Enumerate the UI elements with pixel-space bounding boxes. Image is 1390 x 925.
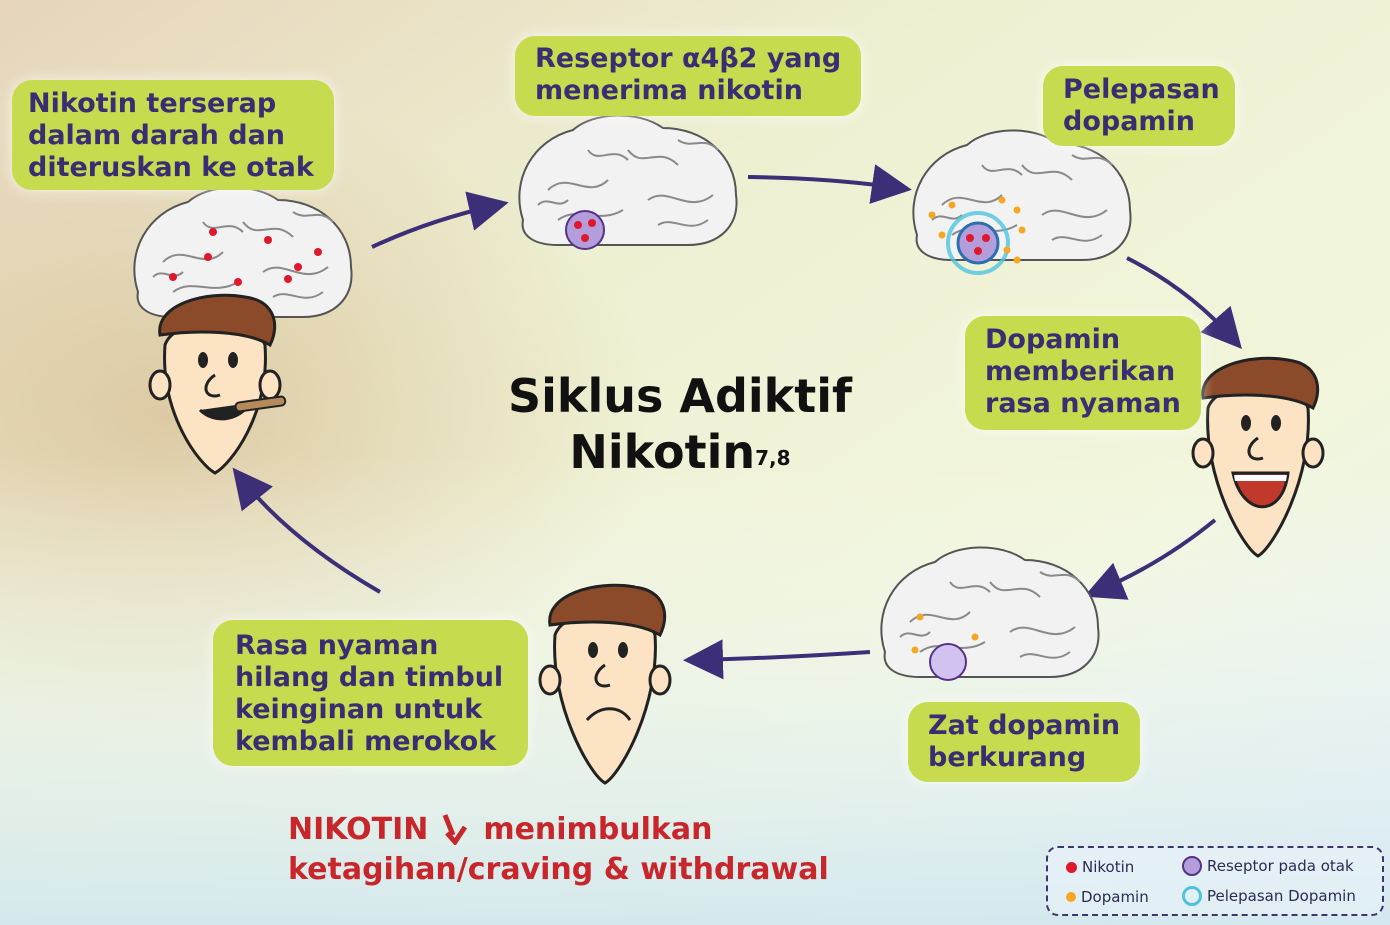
step-5-line: berkurang xyxy=(928,742,1087,773)
legend-nikotin: Nikotin xyxy=(1066,858,1134,876)
step-1-bubble: Nikotin terserap dalam darah dan diterus… xyxy=(12,80,334,190)
step-4-bubble: Dopamin memberikan rasa nyaman xyxy=(965,316,1201,430)
footer-effect: menimbulkan xyxy=(483,812,713,847)
arrow-6 xyxy=(232,467,382,594)
reseptor-circle-icon xyxy=(1182,856,1202,876)
step-3-line: dopamin xyxy=(1063,106,1196,137)
brain-icon xyxy=(880,546,1100,681)
down-arrow-icon xyxy=(442,814,467,847)
footer-line-2: ketagihan/craving & withdrawal xyxy=(288,852,829,887)
legend-nikotin-label: Nikotin xyxy=(1082,858,1135,876)
step-6-bubble: Rasa nyaman hilang dan timbul keinginan … xyxy=(213,620,528,766)
title-line-1: Siklus Adiktif xyxy=(507,369,853,423)
step-1-line: Nikotin terserap xyxy=(28,88,277,119)
step-4-line: rasa nyaman xyxy=(985,388,1181,419)
step-5-line: Zat dopamin xyxy=(928,710,1121,741)
title-reference: 7,8 xyxy=(755,446,791,470)
legend-reseptor-label: Reseptor pada otak xyxy=(1207,857,1354,875)
arrow-1 xyxy=(371,191,509,249)
step-1-line: diteruskan ke otak xyxy=(28,152,314,183)
step-4-line: memberikan xyxy=(985,356,1176,387)
step-3-line: Pelepasan xyxy=(1063,74,1220,105)
arrow-2 xyxy=(747,164,912,204)
step-4-line: Dopamin xyxy=(985,324,1121,355)
title-line-2-text: Nikotin xyxy=(569,425,756,479)
step-5-bubble: Zat dopamin berkurang xyxy=(908,702,1140,782)
title-line-2: Nikotin7,8 xyxy=(470,424,890,480)
footer-nikotin: NIKOTIN xyxy=(288,812,429,847)
nikotin-dot-icon xyxy=(1066,861,1077,873)
legend-reseptor: Reseptor pada otak xyxy=(1182,856,1354,876)
sad-face-icon xyxy=(538,583,672,785)
diagram-title: Siklus Adiktif Nikotin7,8 xyxy=(470,368,890,480)
brain-icon xyxy=(133,186,353,318)
step-3-bubble: Pelepasan dopamin xyxy=(1043,66,1235,146)
step-6-line: hilang dan timbul xyxy=(235,662,504,693)
pelepasan-ring-icon xyxy=(1182,886,1202,906)
footer-note: NIKOTIN menimbulkan ketagihan/craving & … xyxy=(288,810,829,890)
step-2-bubble: Reseptor α4β2 yang menerima nikotin xyxy=(515,36,861,116)
legend-pelepasan: Pelepasan Dopamin xyxy=(1182,886,1356,906)
legend: Nikotin Dopamin Reseptor pada otak Pelep… xyxy=(1046,846,1384,916)
brain-icon xyxy=(912,129,1132,275)
legend-pelepasan-label: Pelepasan Dopamin xyxy=(1207,887,1356,905)
step-6-line: keinginan untuk xyxy=(235,694,483,725)
legend-dopamin-label: Dopamin xyxy=(1081,888,1149,906)
footer-line-1: NIKOTIN menimbulkan xyxy=(288,810,829,850)
dopamin-dot-icon xyxy=(1066,892,1076,902)
step-1-line: dalam darah dan xyxy=(28,120,286,151)
brain-icon xyxy=(518,114,738,250)
arrow-3 xyxy=(1126,256,1242,350)
smoking-face-icon xyxy=(148,293,287,475)
arrow-4 xyxy=(1083,518,1217,600)
step-6-line: kembali merokok xyxy=(235,726,497,757)
step-2-line: Reseptor α4β2 yang xyxy=(535,43,842,74)
happy-face-icon xyxy=(1191,356,1325,558)
step-6-line: Rasa nyaman xyxy=(235,630,439,661)
step-2-line: menerima nikotin xyxy=(535,75,803,106)
arrow-5 xyxy=(683,639,871,680)
legend-dopamin: Dopamin xyxy=(1066,888,1149,906)
